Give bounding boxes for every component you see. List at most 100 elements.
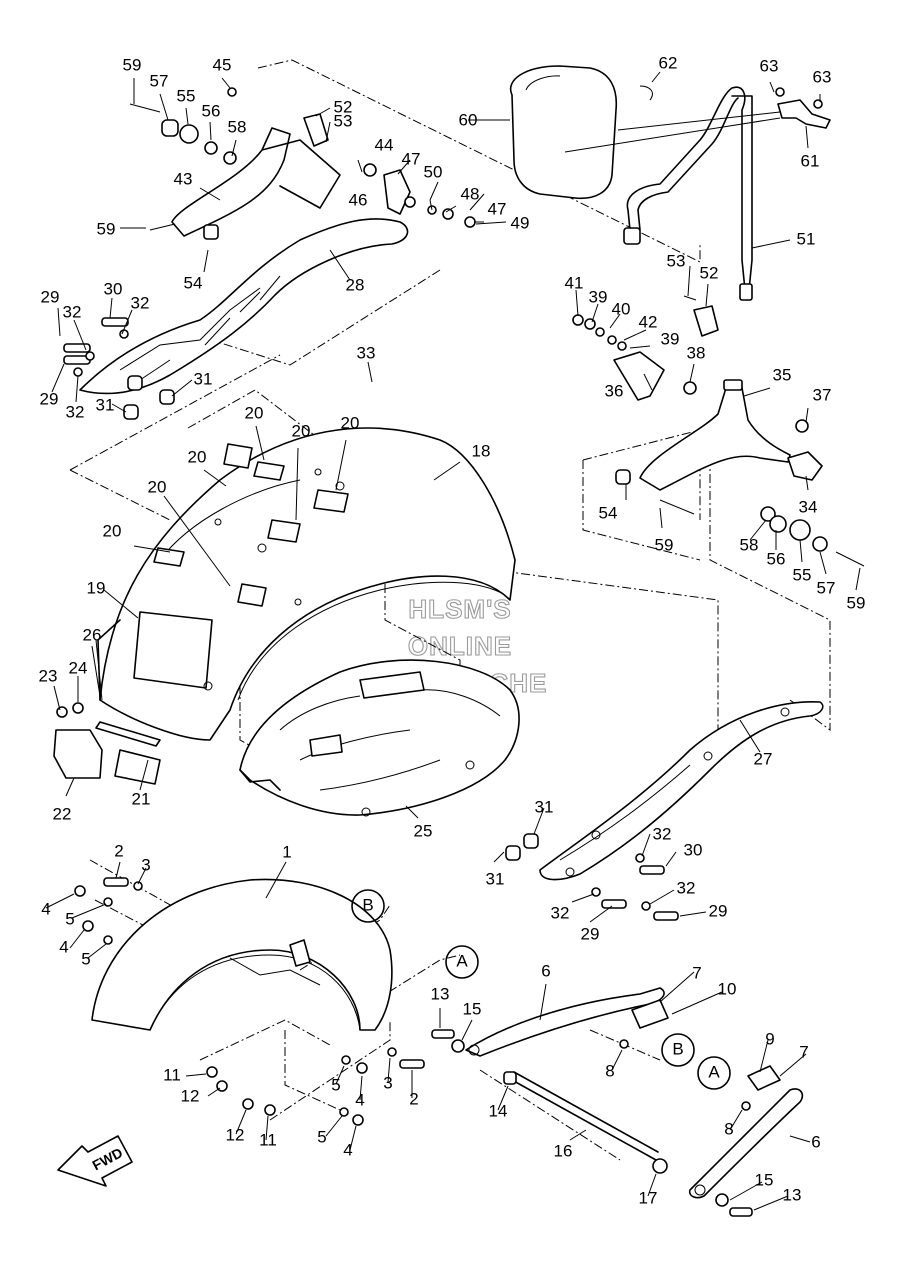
callout-number: 29 [581,924,600,943]
callout-number: 6 [541,961,550,980]
backrest-pad [509,65,618,200]
callout-number: 43 [174,169,193,188]
callout-number: 12 [181,1086,200,1105]
callout-number: 10 [718,979,737,998]
callout-number: 32 [653,824,672,843]
callout-number: 2 [114,841,123,860]
callout-number: 30 [104,279,123,298]
fender-stay-upper [465,987,665,1057]
callout-number: 40 [612,299,631,318]
callout-number: 48 [461,184,480,203]
callout-number: 31 [96,395,115,414]
callout-number: 15 [463,999,482,1018]
callout-number: 26 [83,625,102,644]
callout-number: 27 [754,749,773,768]
callout-number: 32 [66,402,85,421]
callout-number: 32 [677,878,696,897]
callout-number: 6 [811,1132,820,1151]
callout-number: 50 [424,162,443,181]
callout-number: 7 [799,1042,808,1061]
callout-number: 42 [639,312,658,331]
callout-number: 13 [431,984,450,1003]
callout-number: 61 [801,151,820,170]
callout-number: 15 [755,1170,774,1189]
callout-number: 30 [684,840,703,859]
callout-number: 11 [259,1130,277,1149]
callout-number: 5 [331,1075,340,1094]
callout-number: 57 [817,578,836,597]
reference-mark: A [456,951,468,970]
callout-number: 32 [551,903,570,922]
axle [511,1079,657,1161]
callout-number: 12 [226,1125,245,1144]
callout-number: 20 [188,447,207,466]
callout-number: 45 [213,55,232,74]
callout-number: 9 [765,1029,774,1048]
callout-number: 31 [535,797,554,816]
callout-number: 20 [341,413,360,432]
callout-number: 54 [184,273,203,292]
callout-number: 38 [687,343,706,362]
callout-number: 8 [605,1061,614,1080]
callout-number: 62 [659,53,678,72]
callout-number: 25 [414,821,433,840]
callout-number: 29 [40,389,59,408]
callout-number: 4 [59,937,68,956]
taillight [53,729,103,779]
callout-number: 16 [554,1141,573,1160]
callout-number: 46 [349,190,368,209]
callout-number: 17 [639,1188,658,1207]
callout-number: 59 [655,535,674,554]
callout-number: 63 [760,56,779,75]
callout-number: 13 [783,1185,802,1204]
callout-number: 5 [81,949,90,968]
callout-number: 53 [334,111,353,130]
watermark-line-1: HLSM'S [408,594,511,624]
callout-number: 58 [740,535,759,554]
callout-number: 4 [355,1090,364,1109]
callout-number: 58 [228,117,247,136]
callout-number: 35 [773,365,792,384]
left-side-rail [63,218,409,420]
callout-number: 60 [459,110,478,129]
callout-number: 22 [53,804,72,823]
callout-number: 37 [813,385,832,404]
callout-number: 24 [69,658,88,677]
callout-number: 59 [97,219,116,238]
leader-lines [45,71,861,1211]
callout-number: 5 [65,909,74,928]
callout-number: 31 [486,869,505,888]
reference-mark: B [362,895,373,914]
reference-marks: B A B A [351,889,731,1090]
reference-mark: B [672,1039,683,1058]
callout-number: 2 [409,1089,418,1108]
callout-number: 29 [41,287,60,306]
callout-number: 20 [103,521,122,540]
callout-number: 18 [472,441,491,460]
fender-stays [431,987,804,1217]
callout-number: 33 [357,343,376,362]
callout-number: 54 [599,503,618,522]
callout-number: 8 [724,1119,733,1138]
callout-number: 56 [202,101,221,120]
callout-number: 4 [343,1140,352,1159]
front-fender [74,877,425,1126]
callout-number: 41 [565,273,584,292]
callout-number: 21 [132,789,151,808]
callout-number: 59 [847,593,866,612]
callout-number: 14 [489,1101,508,1120]
backrest-bar [626,86,747,301]
callout-number: 4 [41,899,50,918]
bracket-clamp [777,99,831,129]
reference-mark: A [708,1062,720,1081]
callout-number: 29 [709,901,728,920]
callout-number: 11 [163,1065,181,1084]
callout-number: 20 [245,403,264,422]
callout-number: 51 [797,229,816,248]
callouts: 59 57 55 56 58 45 52 53 44 47 50 48 47 4… [39,53,866,1207]
callout-number: 39 [589,287,608,306]
callout-number: 55 [177,86,196,105]
callout-number: 57 [150,71,169,90]
left-frame-stay [129,87,476,240]
